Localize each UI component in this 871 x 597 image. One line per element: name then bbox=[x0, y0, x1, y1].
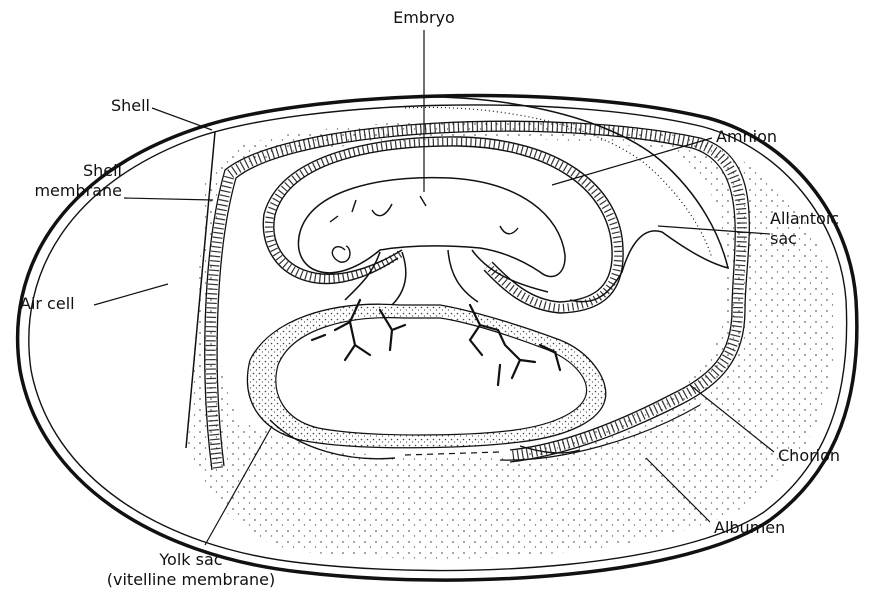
label-shell-membrane-line1: Shell bbox=[2, 161, 122, 181]
leader-shell bbox=[152, 108, 212, 130]
label-yolk-sac-line1: Yolk sac bbox=[86, 550, 296, 570]
label-yolk-sac: Yolk sac (vitelline membrane) bbox=[86, 550, 296, 590]
label-yolk-sac-line2: (vitelline membrane) bbox=[86, 570, 296, 590]
label-albumen: Albumen bbox=[714, 518, 785, 538]
label-chorion: Chorion bbox=[778, 446, 840, 466]
label-embryo: Embryo bbox=[384, 8, 464, 28]
label-shell: Shell bbox=[80, 96, 150, 116]
label-shell-membrane: Shell membrane bbox=[2, 161, 122, 201]
label-air-cell: Air cell bbox=[20, 294, 75, 314]
label-allantoic-sac: Allantoic sac bbox=[770, 209, 839, 249]
label-allantoic-sac-line1: Allantoic bbox=[770, 209, 839, 229]
label-amnion: Amnion bbox=[716, 127, 777, 147]
label-allantoic-sac-line2: sac bbox=[770, 229, 839, 249]
label-shell-membrane-line2: membrane bbox=[2, 181, 122, 201]
